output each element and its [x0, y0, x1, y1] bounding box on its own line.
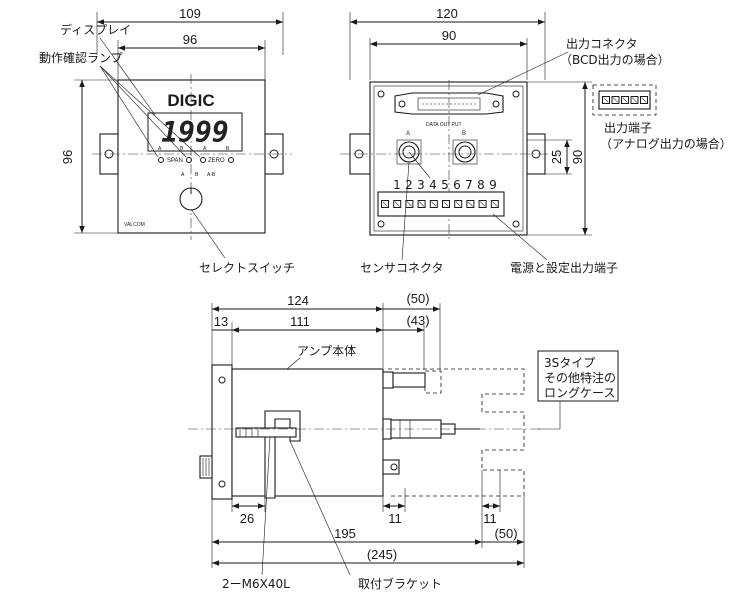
side-dim-245: (245) [367, 547, 397, 562]
terminal-number: 5 [441, 178, 449, 192]
terminal-screw [630, 96, 639, 104]
side-dim-111: 111 [290, 314, 310, 329]
terminal-screw [429, 200, 438, 208]
side-circular-plug [390, 419, 442, 439]
brand-name: DIGIC [167, 91, 214, 110]
terminal-number: 2 [405, 178, 413, 192]
terminal-screw [417, 200, 426, 208]
display-window [147, 112, 243, 152]
label-bracket: 取付ブラケット [358, 576, 442, 591]
terminal-number: 8 [477, 178, 485, 192]
terminal-screw [621, 96, 629, 104]
terminal-number: 6 [453, 178, 461, 192]
terminal-screw [454, 200, 463, 208]
span-label: SPAN [167, 158, 183, 164]
side-dim-50-top: (50) [406, 291, 429, 306]
front-width-inner: 96 [183, 32, 197, 47]
label-select-switch: セレクトスイッチ [199, 261, 295, 275]
front-width-total: 109 [179, 6, 201, 21]
connector-a-label: A [406, 131, 410, 137]
mark-b-right: B [226, 146, 230, 152]
lamp-indicator [200, 157, 206, 163]
data-output-label: DATA OUT PUT [426, 122, 462, 128]
terminal-screw [478, 200, 487, 208]
side-dsub-plug [392, 372, 426, 388]
note-line: ロングケース [544, 386, 615, 400]
side-view: 124 (50) 13 111 (43) [188, 291, 619, 591]
terminal-screw [611, 96, 620, 104]
terminal-screw [381, 200, 389, 208]
side-dim-195: 195 [334, 526, 356, 541]
side-dim-50-bottom: (50) [494, 526, 517, 541]
lamp-indicator [228, 157, 234, 163]
label-display: ディスプレイ [60, 22, 131, 37]
sensor-connector-b [454, 141, 476, 163]
terminal-screw [640, 96, 648, 104]
rear-height-small: 25 [549, 150, 564, 164]
label-output-terminal: 出力端子 [604, 121, 652, 135]
label-lamp: 動作確認ランプ [39, 50, 123, 65]
note-line: その他特注の [544, 370, 616, 385]
rear-width-total: 120 [436, 6, 458, 21]
mark-a-left: A [158, 146, 162, 152]
side-dim-124: 124 [287, 293, 309, 308]
rear-height: 90 [570, 150, 585, 164]
terminal-number: 3 [417, 178, 425, 192]
note-line: 3Sタイプ [544, 356, 595, 370]
maker-mark: VALCOM [124, 222, 145, 228]
mark-a-right: A [203, 146, 207, 152]
label-amp-body: アンプ本体 [297, 344, 356, 358]
lamp-indicator [158, 157, 164, 163]
lamp-indicator [186, 157, 192, 163]
switch-pos-b: B [195, 172, 199, 178]
label-power-terminal: 電源と設定出力端子 [510, 260, 618, 275]
zero-label: ZERO [208, 158, 225, 164]
display-readout: 1999 [161, 116, 228, 149]
switch-pos-a: A [181, 172, 185, 178]
terminal-number: 4 [429, 178, 437, 192]
side-dim-11-a: 11 [388, 511, 402, 526]
label-output-connector-note: （BCD出力の場合） [560, 52, 670, 67]
label-screw: 2ーM6X40L [222, 577, 290, 591]
terminal-screw [490, 200, 499, 208]
rear-view: 120 90 DATA OUT PUT A B 1 [340, 6, 732, 275]
front-height: 96 [60, 150, 75, 164]
connector-b-label: B [462, 131, 466, 137]
terminal-screw [442, 200, 450, 208]
label-output-terminal-note: （アナログ出力の場合） [600, 136, 732, 151]
mark-b-left: B [180, 146, 184, 152]
side-dim-26: 26 [240, 511, 254, 526]
terminal-number: 7 [465, 178, 473, 192]
terminal-number: 9 [489, 178, 497, 192]
side-dim-13: 13 [214, 314, 228, 329]
front-view: 109 96 96 DIGIC 1999 A B A B SPAN ZERO A… [39, 6, 295, 275]
terminal-screw [602, 96, 610, 104]
switch-pos-ab: A-B [207, 172, 216, 178]
terminal-screw [393, 200, 402, 208]
rear-width-inner: 90 [442, 28, 456, 43]
label-sensor-connector: センサコネクタ [360, 261, 444, 275]
side-dim-11-b: 11 [483, 511, 497, 526]
side-dim-43: (43) [406, 313, 429, 328]
label-output-connector: 出力コネクタ [566, 37, 638, 51]
terminal-screw [466, 200, 475, 208]
terminal-number: 1 [393, 178, 401, 192]
mounting-screw [235, 427, 297, 438]
note-box [537, 350, 619, 402]
analog-output-terminal [598, 90, 651, 110]
